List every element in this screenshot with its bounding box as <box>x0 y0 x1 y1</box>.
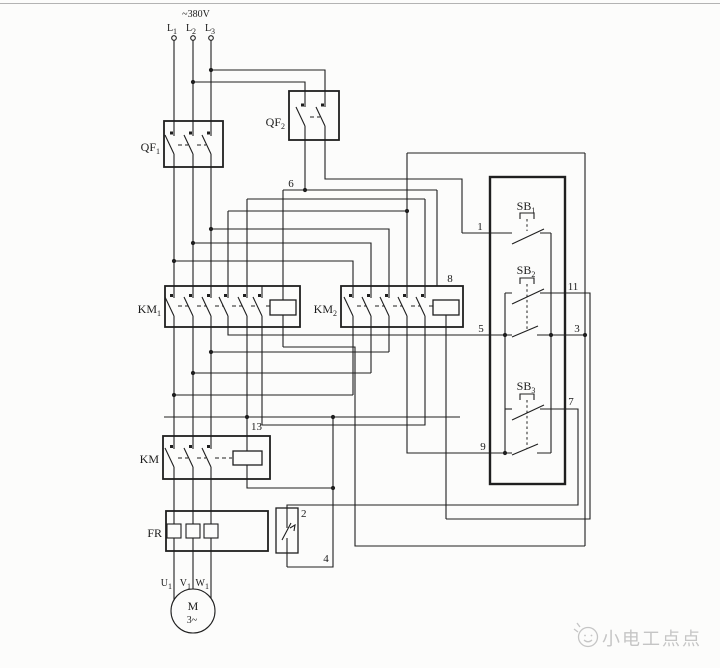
terminal-l3-icon <box>208 35 214 41</box>
heater-element-icon <box>166 523 182 539</box>
watermark-face-icon <box>577 626 599 648</box>
sb1-button: SB1 <box>511 199 545 245</box>
qf1-breaker: QF1 <box>141 120 224 168</box>
qf2-breaker: QF2 <box>266 90 340 141</box>
wire-number-8: 8 <box>447 273 453 285</box>
km-contactor: KM <box>140 435 271 480</box>
button-cap-icon <box>519 277 535 284</box>
sb2-label: SB2 <box>517 263 536 279</box>
sb2-button: SB2 <box>511 263 545 338</box>
km-coil-icon <box>232 450 263 466</box>
wire-number-6: 6 <box>288 178 294 190</box>
control-station: SB1 SB2 SB3 <box>488 175 567 486</box>
nc-contact-icon <box>281 522 296 567</box>
fr-relay: FR <box>147 510 269 552</box>
qf1-label: QF1 <box>141 140 160 156</box>
phase-label-l1: L1 <box>167 23 177 36</box>
km1-coil-icon <box>269 299 297 316</box>
button-cap-icon <box>519 212 535 219</box>
contactor-contacts-icon <box>164 436 212 479</box>
km1-contactor: KM1 <box>138 285 301 328</box>
sb1-label: SB1 <box>517 199 536 215</box>
wire-number-2: 2 <box>301 508 307 520</box>
supply-voltage-label: ~380V <box>182 9 210 20</box>
watermark: 小电工点点 <box>573 622 702 649</box>
power-supply: ~380V L1 L2 L3 <box>167 9 215 41</box>
heater-element-icon <box>203 523 219 539</box>
wire-number-1: 1 <box>477 221 483 233</box>
terminal-l2-icon <box>190 35 196 41</box>
no-contact-arm-icon <box>511 443 539 456</box>
km1-label: KM1 <box>138 302 161 318</box>
wire-number-5: 5 <box>478 323 484 335</box>
contactor-contacts-icon <box>343 286 426 327</box>
sb3-label: SB3 <box>517 379 536 395</box>
km-label: KM <box>140 452 160 466</box>
motor-symbol: M <box>188 599 199 613</box>
wire-number-9: 9 <box>480 441 486 453</box>
heater-element-icon <box>185 523 201 539</box>
nc-contact-arm-icon <box>511 288 545 305</box>
motor-circle-icon <box>170 588 216 634</box>
motor-terminal-w1: W1 <box>196 578 209 591</box>
fr-label: FR <box>147 526 162 540</box>
button-cap-icon <box>519 393 535 400</box>
sparkle-icon <box>573 622 581 633</box>
sb3-button: SB3 <box>511 379 545 456</box>
motor-phase-label: 3~ <box>187 615 198 626</box>
watermark-text: 小电工点点 <box>602 629 702 649</box>
wiring: 1 3 4 5 6 7 9 11 13 <box>164 67 591 568</box>
km2-label: KM2 <box>314 302 337 318</box>
no-contact-arm-icon <box>511 325 539 338</box>
phase-label-l3: L3 <box>205 23 215 36</box>
motor-terminal-u1: U1 <box>161 578 172 591</box>
terminal-l1-icon <box>171 35 177 41</box>
km2-contactor: KM2 8 <box>314 273 464 328</box>
nc-contact-arm-icon <box>511 404 545 421</box>
wire-number-4: 4 <box>323 553 329 565</box>
breaker-contact-icon <box>295 91 306 140</box>
wire-number-3: 3 <box>574 323 580 335</box>
km2-coil-icon <box>432 299 460 316</box>
wire-number-11: 11 <box>568 281 579 293</box>
motor: U1 V1 W1 M 3~ <box>161 578 216 634</box>
breaker-contact-icon <box>164 121 175 167</box>
qf2-label: QF2 <box>266 115 285 131</box>
wire-number-13: 13 <box>251 421 263 433</box>
nc-contact-arm-icon <box>511 228 545 245</box>
contactor-contacts-icon <box>164 286 263 327</box>
motor-terminal-v1: V1 <box>180 578 191 591</box>
wire-number-7: 7 <box>568 396 574 408</box>
phase-label-l2: L2 <box>186 23 196 36</box>
fr-nc-contact: 2 <box>275 507 307 567</box>
